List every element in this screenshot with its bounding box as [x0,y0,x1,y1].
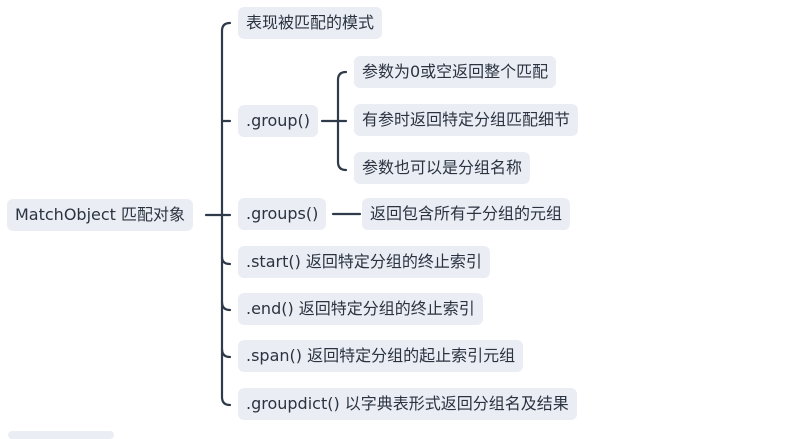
branch-node-label: .end() 返回特定分组的终止索引 [246,299,475,318]
branch-node-label: 表现被匹配的模式 [246,13,375,32]
leaf-node-label: 参数也可以是分组名称 [362,158,523,177]
branch-node-span[interactable]: .span() 返回特定分组的起止索引元组 [238,340,524,372]
connector-span [220,347,232,359]
leaf-node-group-1[interactable]: 参数为0或空返回整个匹配 [354,56,557,88]
branch-node-end[interactable]: .end() 返回特定分组的终止索引 [238,293,483,325]
leaf-node-label: 参数为0或空返回整个匹配 [362,62,549,81]
branch-node-label: .start() 返回特定分组的终止索引 [246,252,482,271]
branch-node-label: .groupdict() 以字典表形式返回分组名及结果 [246,394,569,413]
branch-node-group[interactable]: .group() [238,105,319,137]
leaf-node-group-2[interactable]: 有参时返回特定分组匹配细节 [354,104,579,136]
branch-node-label: .span() 返回特定分组的起止索引元组 [246,346,516,365]
leaf-node-groups-1[interactable]: 返回包含所有子分组的元组 [362,198,571,230]
branch-node-pattern[interactable]: 表现被匹配的模式 [238,7,383,39]
root-node-label: MatchObject 匹配对象 [15,205,186,224]
branch-node-groupdict[interactable]: .groupdict() 以字典表形式返回分组名及结果 [238,388,577,420]
leaf-node-group-3[interactable]: 参数也可以是分组名称 [354,152,531,184]
root-node[interactable]: MatchObject 匹配对象 [7,199,194,231]
branch-node-groups[interactable]: .groups() [238,198,327,230]
leaf-node-label: 有参时返回特定分组匹配细节 [362,110,571,129]
branch-node-label: .group() [246,111,311,130]
leaf-node-label: 返回包含所有子分组的元组 [370,204,563,223]
partial-node-offscreen [8,431,114,439]
connector-start [220,255,232,266]
branch-node-label: .groups() [246,204,319,223]
connector-end [220,300,232,312]
branch-node-start[interactable]: .start() 返回特定分组的终止索引 [238,246,490,278]
